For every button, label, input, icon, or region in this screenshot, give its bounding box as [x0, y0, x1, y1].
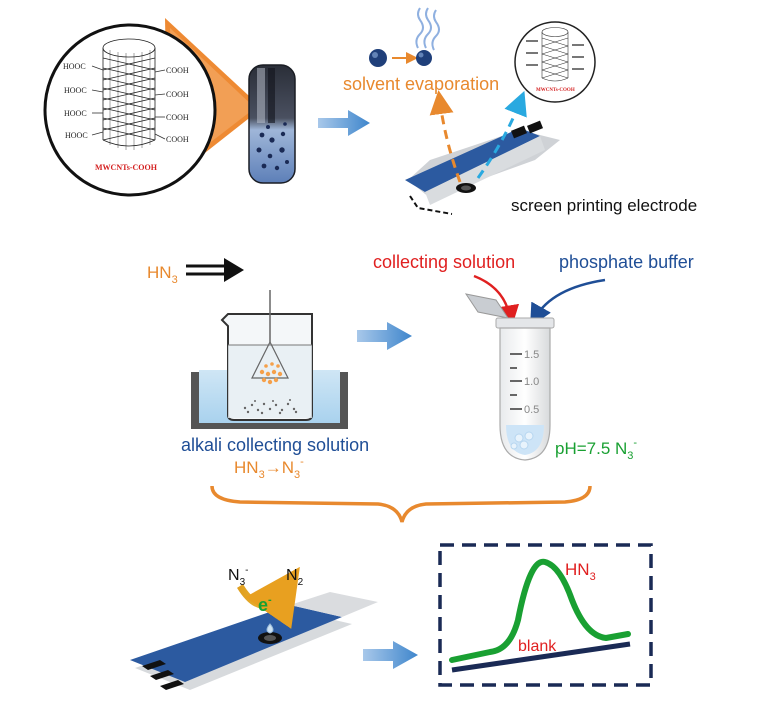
cnt-small-circle: MWCNTs-COOH — [514, 21, 596, 103]
top-panel: HOOC HOOC HOOC HOOC COOH COOH COOH COOH … — [43, 7, 697, 215]
evaporation-icon — [369, 7, 440, 67]
evaporation-label: solvent evaporation — [343, 74, 499, 94]
tube-mark-1-5: 1.5 — [524, 349, 539, 361]
group-label-right-3: COOH — [166, 113, 189, 122]
flow-arrow-1 — [318, 110, 370, 136]
merge-brace — [210, 485, 592, 523]
hn3-peak-curve — [449, 558, 631, 663]
deposit-dashed-arrow — [476, 90, 527, 179]
ph-label: pH=7.5 N3- — [555, 437, 637, 462]
hn3-gas-label: HN3 — [147, 263, 178, 286]
tube-mark-1-0: 1.0 — [524, 376, 539, 388]
hn3-flow-arrow — [186, 258, 244, 282]
group-label-right-4: COOH — [166, 135, 189, 144]
electrode-label: screen printing electrode — [511, 196, 697, 215]
phosphate-buffer-label: phosphate buffer — [559, 252, 694, 272]
bottom-panel: N3- N2 e- HN3 blank — [130, 543, 653, 690]
flow-arrow-2 — [357, 322, 412, 350]
blank-curve — [451, 641, 631, 673]
screen-printed-electrode-bottom — [130, 592, 378, 690]
voltammogram-panel: HN3 blank — [438, 543, 653, 687]
group-label-right-1: COOH — [166, 66, 189, 75]
group-label-left-2: HOOC — [64, 86, 87, 95]
mwcnt-vial — [248, 64, 296, 184]
alkali-solution-label: alkali collecting solution — [181, 435, 369, 455]
nitrogen-product-label: N2 — [286, 567, 304, 588]
cnt-label: MWCNTs-COOH — [95, 163, 158, 172]
cnt-zoom-circle: HOOC HOOC HOOC HOOC COOH COOH COOH COOH … — [43, 23, 217, 197]
group-label-left-3: HOOC — [64, 109, 87, 118]
flow-arrow-3 — [363, 641, 418, 669]
electron-transfer-arrow — [237, 566, 300, 629]
tube-mark-0-5: 0.5 — [524, 404, 539, 416]
electron-label: e- — [258, 594, 272, 615]
collecting-solution-label: collecting solution — [373, 252, 515, 272]
group-label-left-1: HOOC — [63, 62, 86, 71]
screen-printed-electrode-top — [405, 120, 560, 215]
group-label-right-2: COOH — [166, 90, 189, 99]
centrifuge-tube: 1.5 1.0 0.5 — [464, 293, 555, 461]
collection-beaker — [220, 290, 313, 421]
evaporation-dashed-arrow — [429, 90, 462, 183]
azide-reactant-label: N3- — [228, 565, 248, 588]
middle-panel: HN3 — [147, 252, 694, 523]
buffer-arrow — [530, 278, 606, 327]
blank-label: blank — [518, 638, 557, 655]
hn3-peak-label: HN3 — [565, 560, 596, 583]
collecting-arrow — [473, 274, 520, 328]
cnt-label-small: MWCNTs-COOH — [536, 88, 575, 93]
group-label-left-4: HOOC — [65, 131, 88, 140]
reaction-equation: HN3→N3- — [234, 456, 304, 481]
